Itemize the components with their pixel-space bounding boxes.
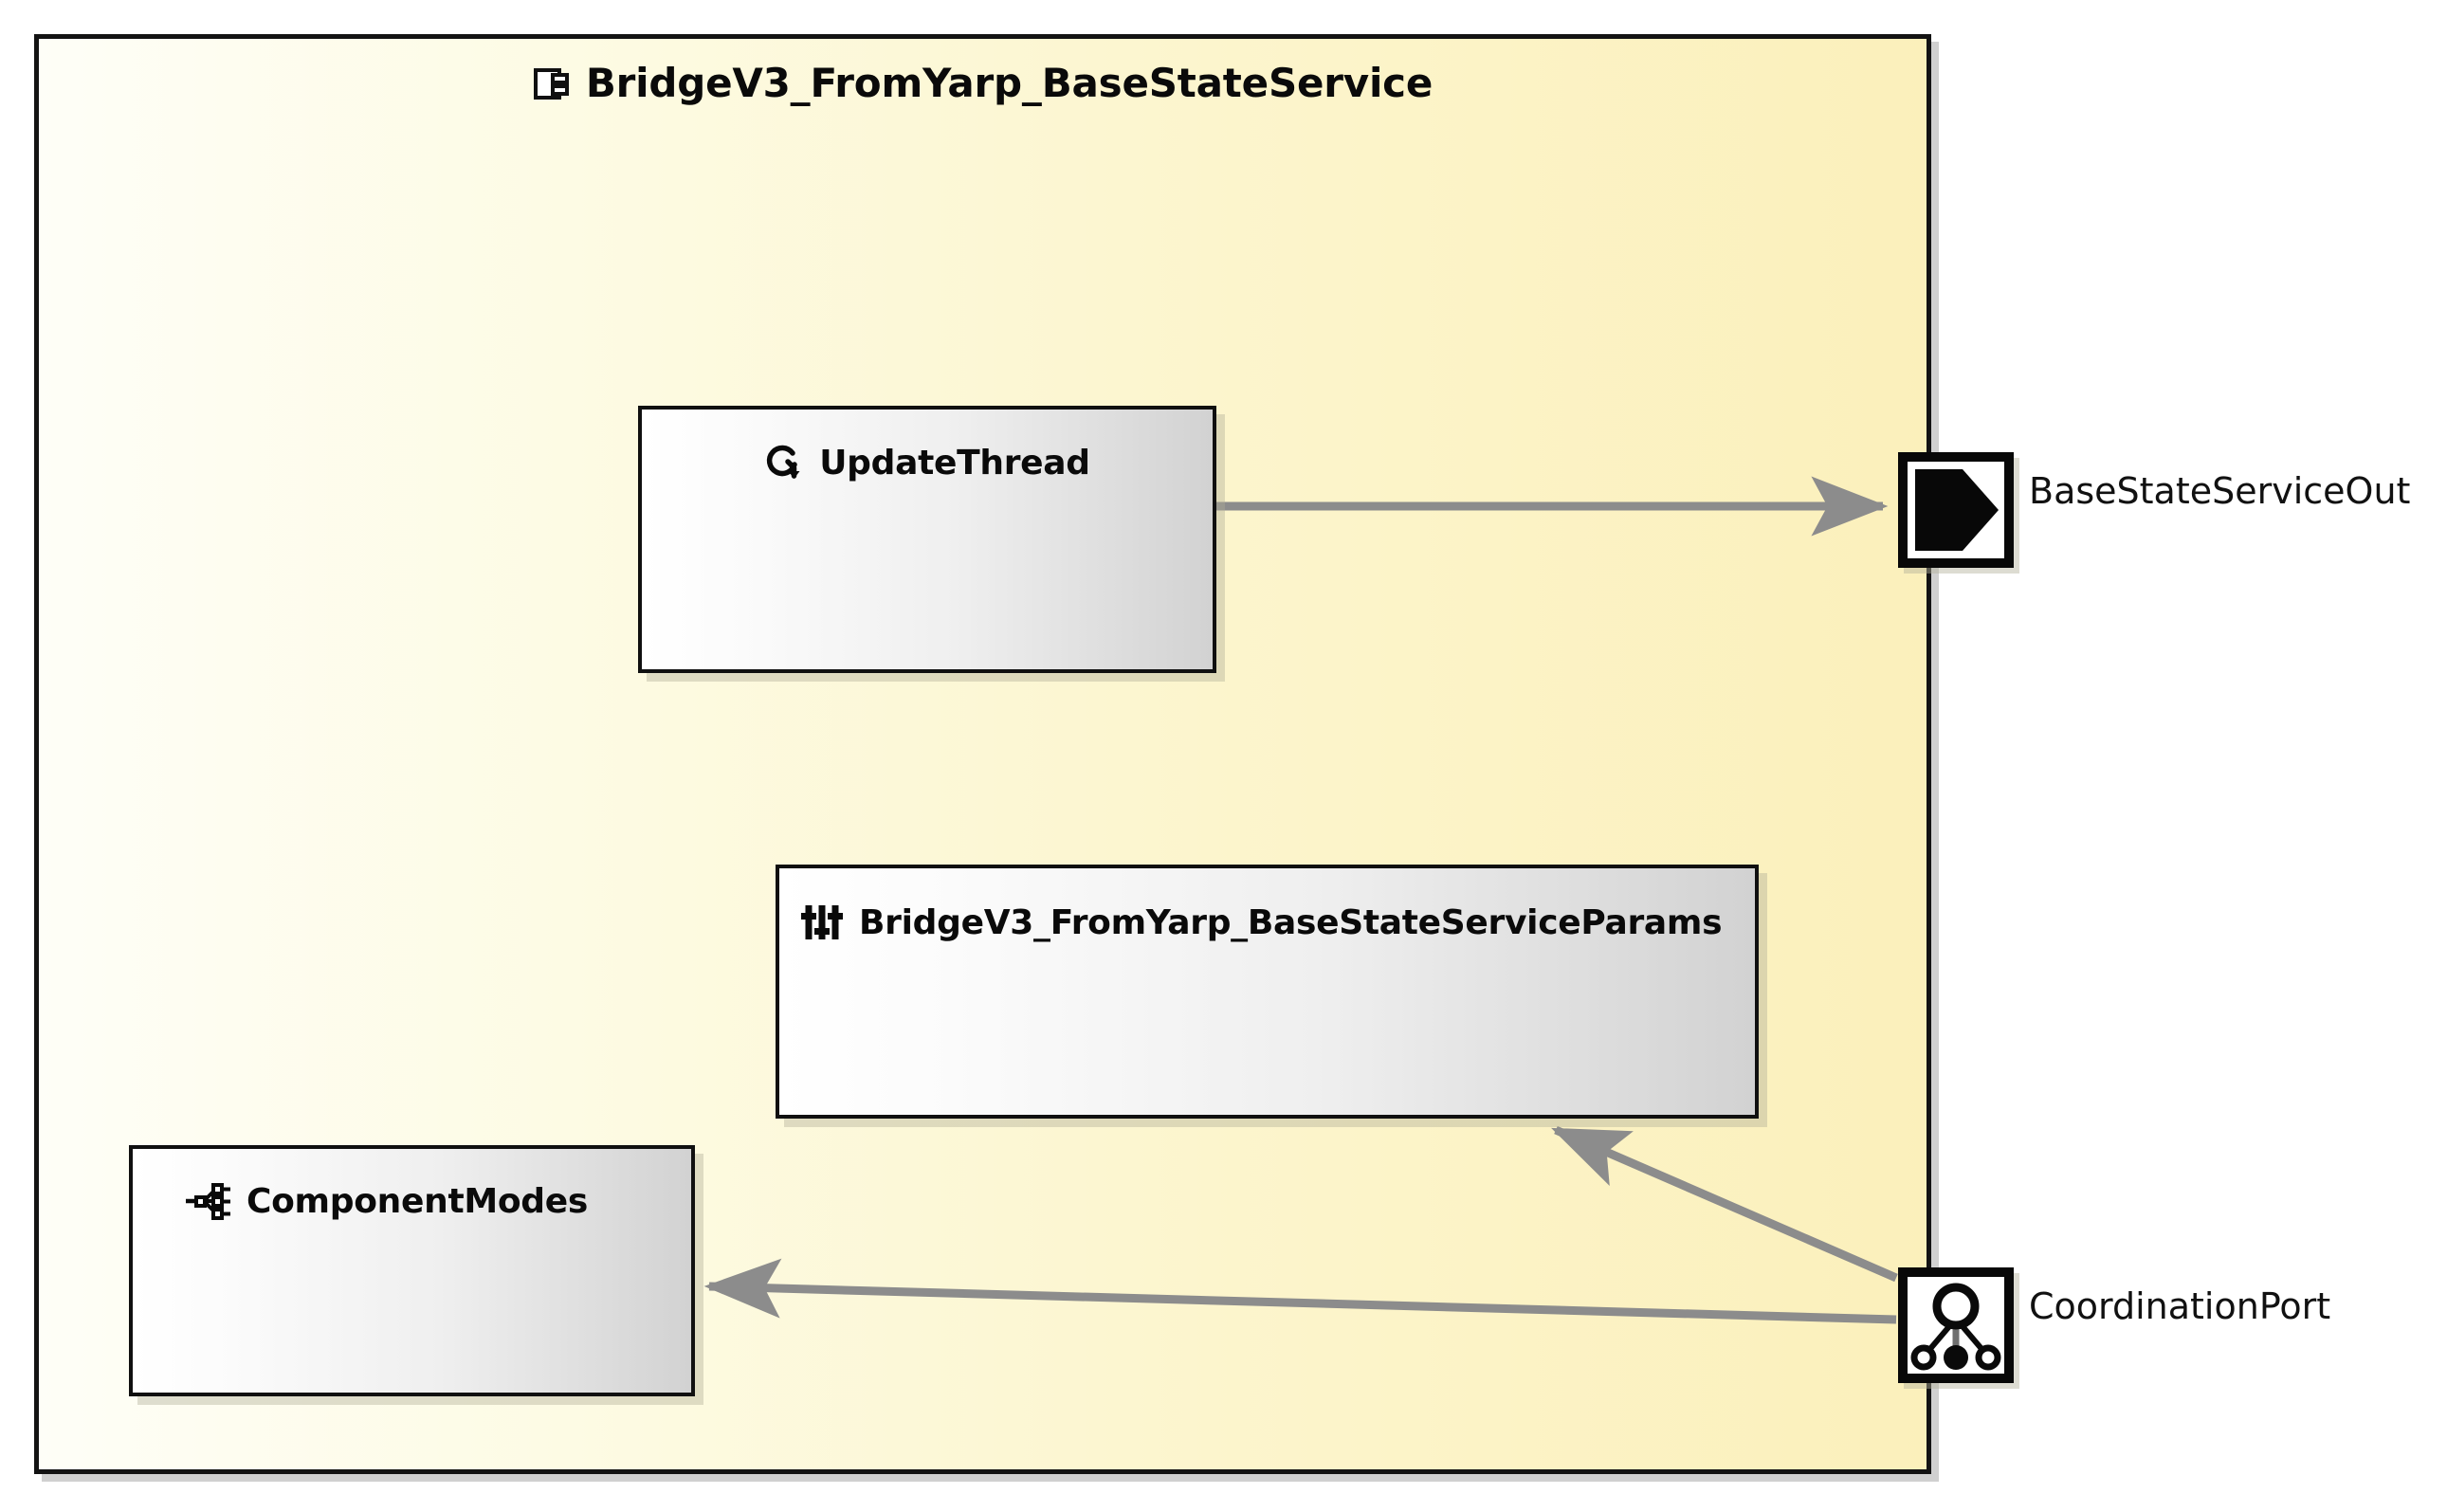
output-port-icon — [1908, 462, 2004, 558]
state-tree-icon — [186, 1181, 231, 1221]
port-base-state-service-out[interactable] — [1898, 452, 2014, 568]
node-component-modes-label: ComponentModes — [247, 1181, 589, 1221]
node-params-label: BridgeV3_FromYarp_BaseStateServiceParams — [859, 902, 1723, 942]
node-params-header: BridgeV3_FromYarp_BaseStateServiceParams — [779, 868, 1755, 944]
node-component-modes-header: ComponentModes — [133, 1149, 691, 1221]
component-frame-title: BridgeV3_FromYarp_BaseStateService — [585, 60, 1434, 106]
coordination-port-icon — [1908, 1277, 2004, 1374]
node-bridgev3-fromyarp-basestateserviceparams[interactable]: BridgeV3_FromYarp_BaseStateServiceParams — [776, 865, 1759, 1119]
node-update-thread[interactable]: UpdateThread — [638, 406, 1216, 673]
node-update-thread-header: UpdateThread — [642, 410, 1213, 483]
sliders-icon — [800, 901, 844, 944]
cycle-arrow-icon — [764, 442, 804, 483]
component-icon — [533, 64, 573, 103]
port-coordination-port-label: CoordinationPort — [2029, 1285, 2331, 1327]
node-update-thread-label: UpdateThread — [819, 443, 1090, 483]
port-coordination-port[interactable] — [1898, 1267, 2014, 1383]
port-base-state-service-out-label: BaseStateServiceOut — [2029, 470, 2411, 512]
node-component-modes[interactable]: ComponentModes — [129, 1145, 695, 1396]
component-frame-header: BridgeV3_FromYarp_BaseStateService — [39, 60, 1927, 106]
